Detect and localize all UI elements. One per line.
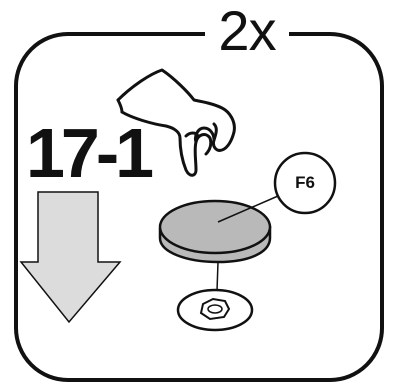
callout-leader-line [217,195,279,223]
quantity-multiplier: 2x [205,0,289,62]
felt-pad-icon [158,199,272,264]
placement-guide-line [216,261,219,292]
mounting-point-icon [176,288,254,332]
step-frame [14,32,384,382]
part-callout-label: F6 [295,173,315,192]
down-arrow-icon [19,191,122,324]
step-number: 17-1 [26,114,154,192]
hand-icon [116,68,236,177]
part-callout-circle [273,151,337,215]
